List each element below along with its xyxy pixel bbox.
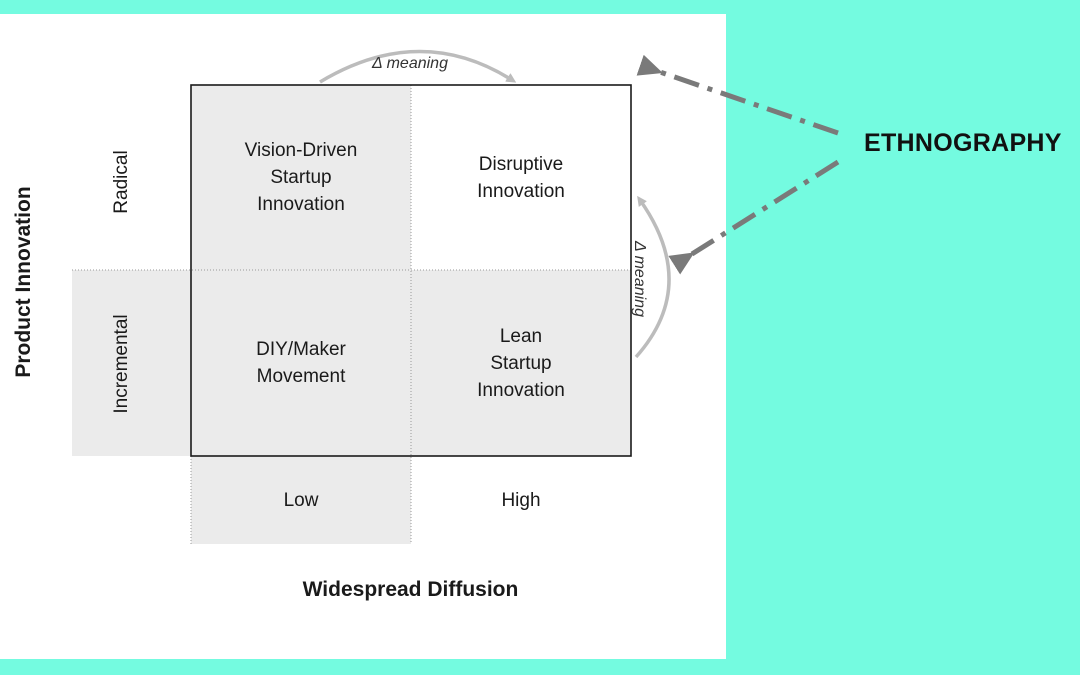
ethnography-arrow-bottom — [668, 159, 840, 275]
x-level-low: Low — [191, 456, 411, 544]
x-level-high: High — [411, 456, 631, 544]
quadrant-lean-startup: Lean Startup Innovation — [411, 270, 631, 456]
quadrant-vision-driven-label: Vision-Driven Startup Innovation — [244, 140, 358, 215]
x-level-low-label: Low — [283, 489, 319, 511]
x-level-high-label: High — [501, 489, 541, 511]
quadrant-disruptive: Disruptive Innovation — [411, 85, 631, 270]
quadrant-vision-driven: Vision-Driven Startup Innovation — [191, 85, 411, 270]
x-axis-title: Widespread Diffusion — [302, 578, 519, 601]
quadrant-lean-startup-label: Lean Startup Innovation — [477, 325, 565, 401]
right-meaning-label: Δ meaning — [631, 241, 648, 317]
incremental-row-label-bg — [72, 270, 191, 456]
ethnography-label: ETHNOGRAPHY — [864, 129, 1062, 157]
matrix-border — [190, 84, 632, 457]
ethnography-arrow-top — [636, 54, 839, 136]
quadrant-diy-maker-label: DIY/Maker Movement — [256, 339, 346, 387]
top-meaning-arrow — [319, 49, 517, 84]
quadrant-disruptive-label: Disruptive Innovation — [477, 153, 565, 202]
top-meaning-label: Δ meaning — [372, 55, 448, 72]
right-meaning-arrow — [634, 195, 671, 359]
quadrant-diy-maker: DIY/Maker Movement — [191, 270, 411, 456]
